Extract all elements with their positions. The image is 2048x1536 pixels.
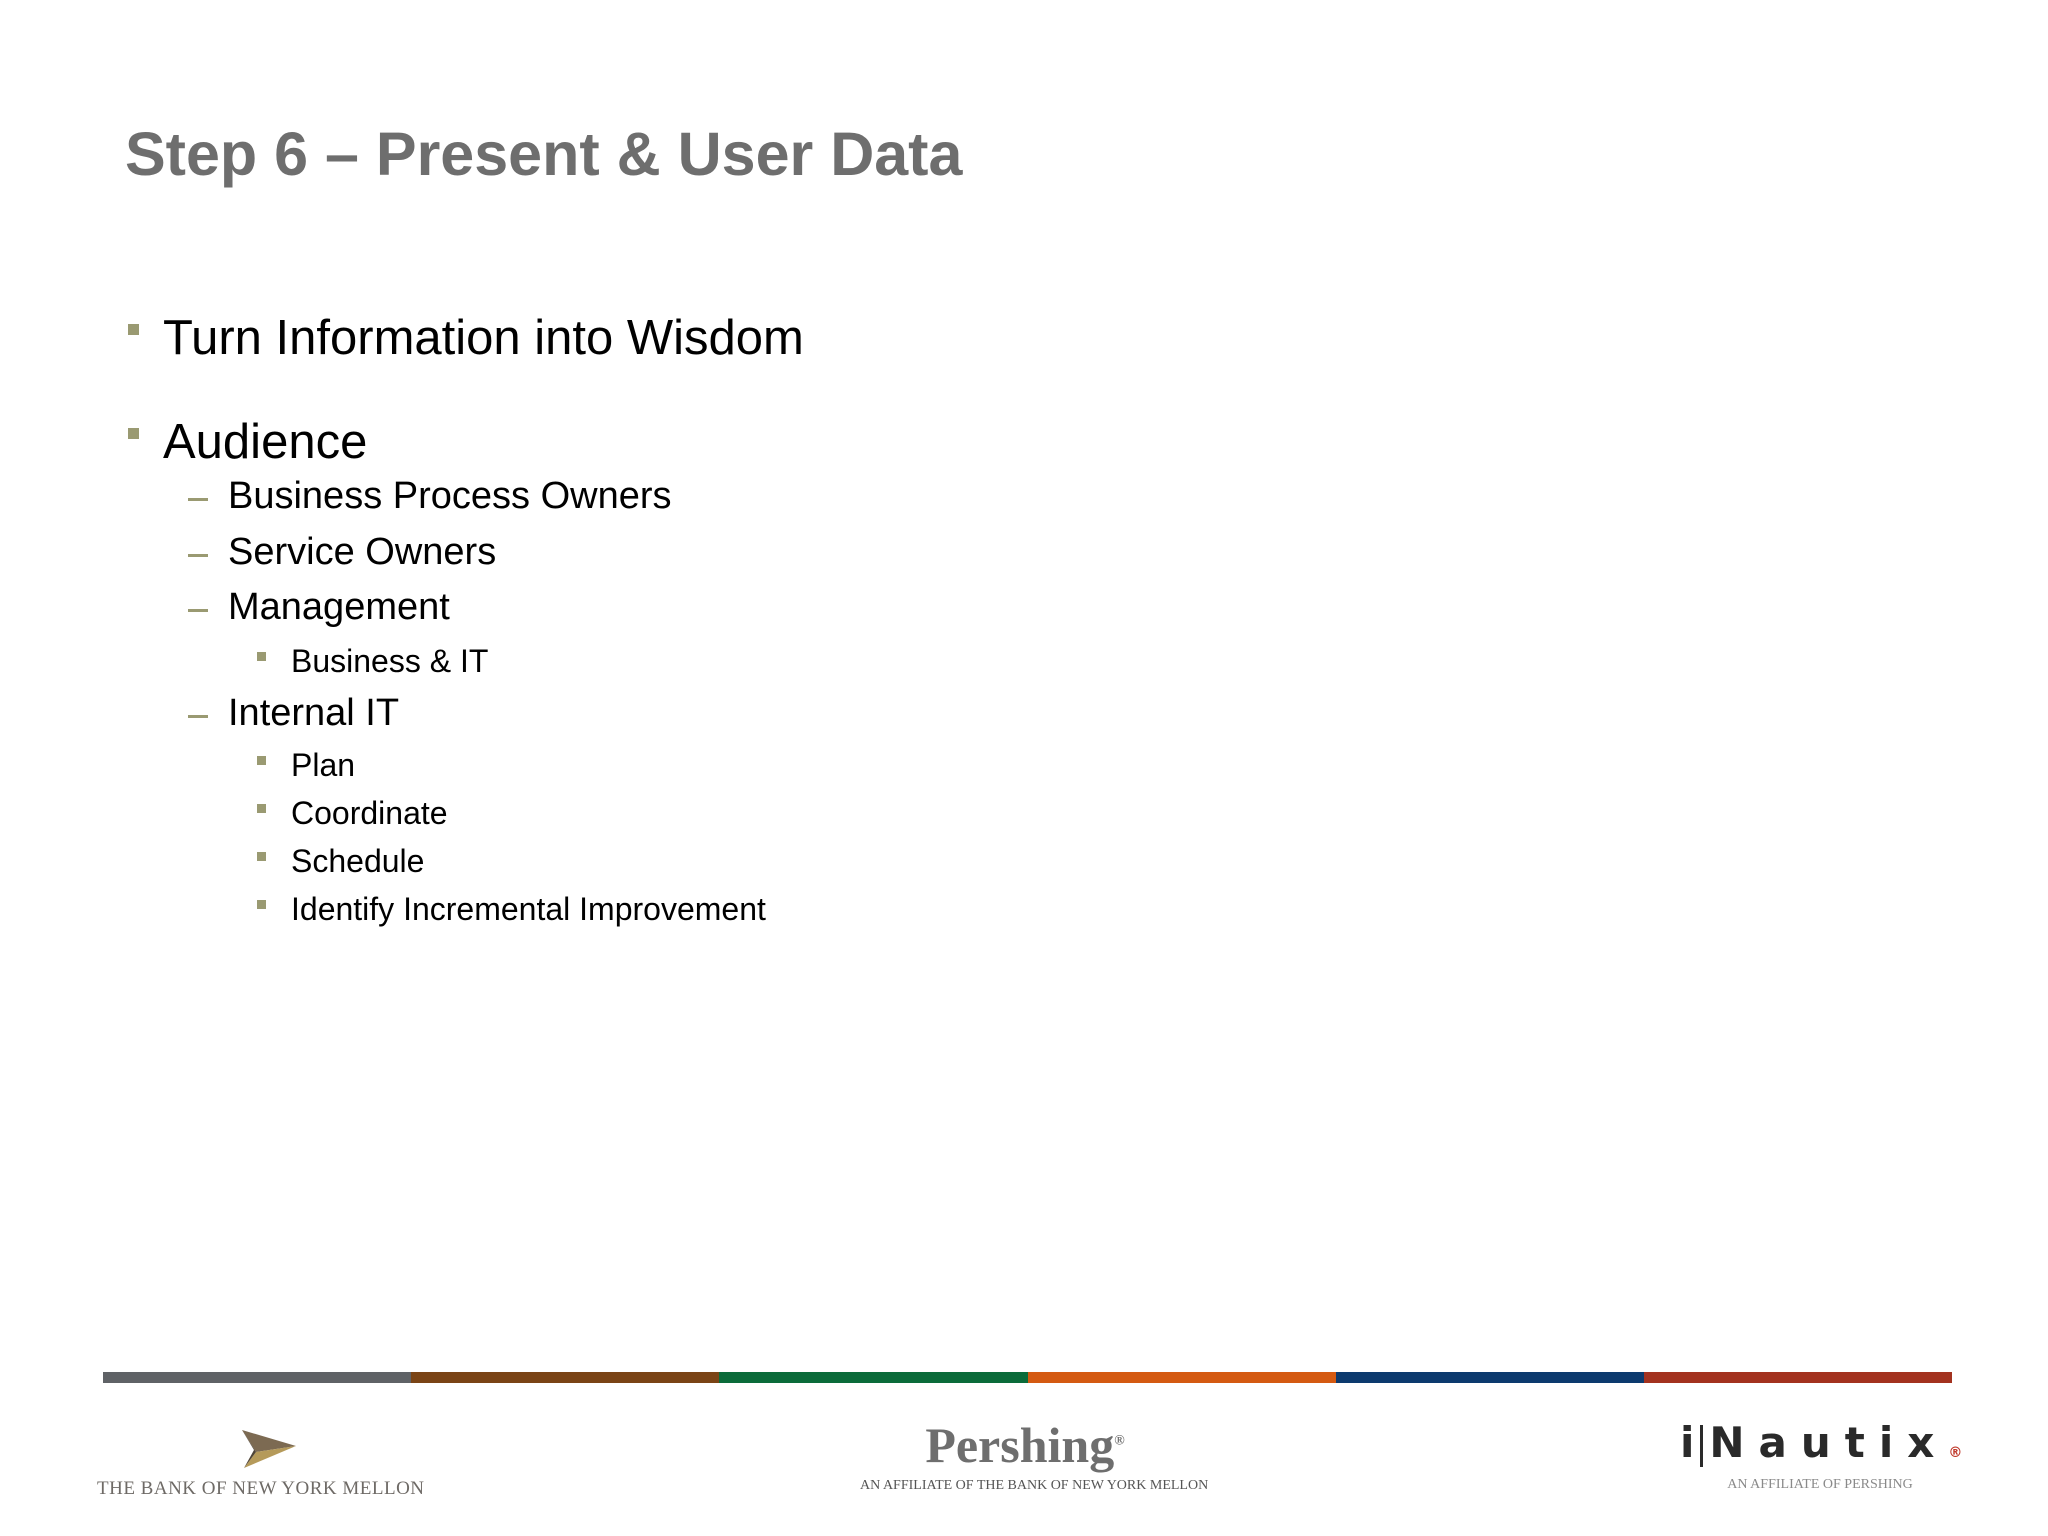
square-bullet-icon — [257, 804, 266, 813]
stripe-segment-red — [1643, 1372, 1953, 1383]
stripe-segment-brown — [411, 1372, 720, 1383]
pershing-name-text: Pershing — [925, 1417, 1115, 1473]
inautix-separator — [1700, 1424, 1704, 1467]
square-bullet-icon — [257, 852, 266, 861]
square-bullet-icon — [257, 900, 266, 909]
bullet-text: Internal IT — [228, 692, 400, 734]
bullet-text: Management — [228, 586, 450, 628]
bullet-text: Turn Information into Wisdom — [163, 311, 804, 365]
square-bullet-icon — [257, 652, 266, 661]
bullet-text: Business Process Owners — [228, 475, 672, 517]
dash-bullet-icon — [188, 554, 208, 557]
footer-color-stripe — [103, 1372, 1953, 1383]
pershing-wordmark: Pershing® — [860, 1420, 1190, 1470]
pershing-logo: Pershing® AN AFFILIATE OF THE BANK OF NE… — [860, 1420, 1209, 1510]
square-bullet-icon — [128, 324, 139, 335]
bullet-text: Service Owners — [228, 531, 497, 573]
square-bullet-icon — [128, 428, 139, 439]
bullet-text: Schedule — [291, 843, 425, 879]
stripe-segment-gray — [103, 1372, 412, 1383]
dash-bullet-icon — [188, 609, 208, 612]
inautix-logo: iNautix® AN AFFILIATE OF PERSHING — [1680, 1422, 1963, 1512]
bullet-text: Plan — [291, 747, 356, 783]
slide-title: Step 6 – Present & User Data — [125, 120, 963, 188]
inautix-rest: Nautix — [1709, 1418, 1949, 1467]
pershing-tagline: AN AFFILIATE OF THE BANK OF NEW YORK MEL… — [860, 1478, 1209, 1493]
registered-mark: ® — [1114, 1433, 1125, 1449]
inautix-wordmark: iNautix® — [1680, 1422, 1963, 1467]
stripe-segment-orange — [1027, 1372, 1336, 1383]
bullet-text: Identify Incremental Improvement — [291, 891, 766, 927]
square-bullet-icon — [257, 756, 266, 765]
dash-bullet-icon — [188, 498, 208, 501]
stripe-segment-blue — [1335, 1372, 1644, 1383]
bullet-text: Audience — [163, 415, 368, 469]
registered-mark: ® — [1948, 1445, 1963, 1461]
bny-mellon-wordmark: THE BANK OF NEW YORK MELLON — [97, 1478, 425, 1499]
bullet-text: Business & IT — [291, 643, 489, 679]
inautix-i: i — [1680, 1418, 1709, 1467]
dash-bullet-icon — [188, 715, 208, 718]
bny-mellon-logo: THE BANK OF NEW YORK MELLON — [97, 1428, 432, 1508]
bullet-text: Coordinate — [291, 795, 448, 831]
bny-mellon-arrow-icon — [242, 1430, 296, 1468]
stripe-segment-green — [719, 1372, 1028, 1383]
inautix-tagline: AN AFFILIATE OF PERSHING — [1727, 1476, 1913, 1492]
